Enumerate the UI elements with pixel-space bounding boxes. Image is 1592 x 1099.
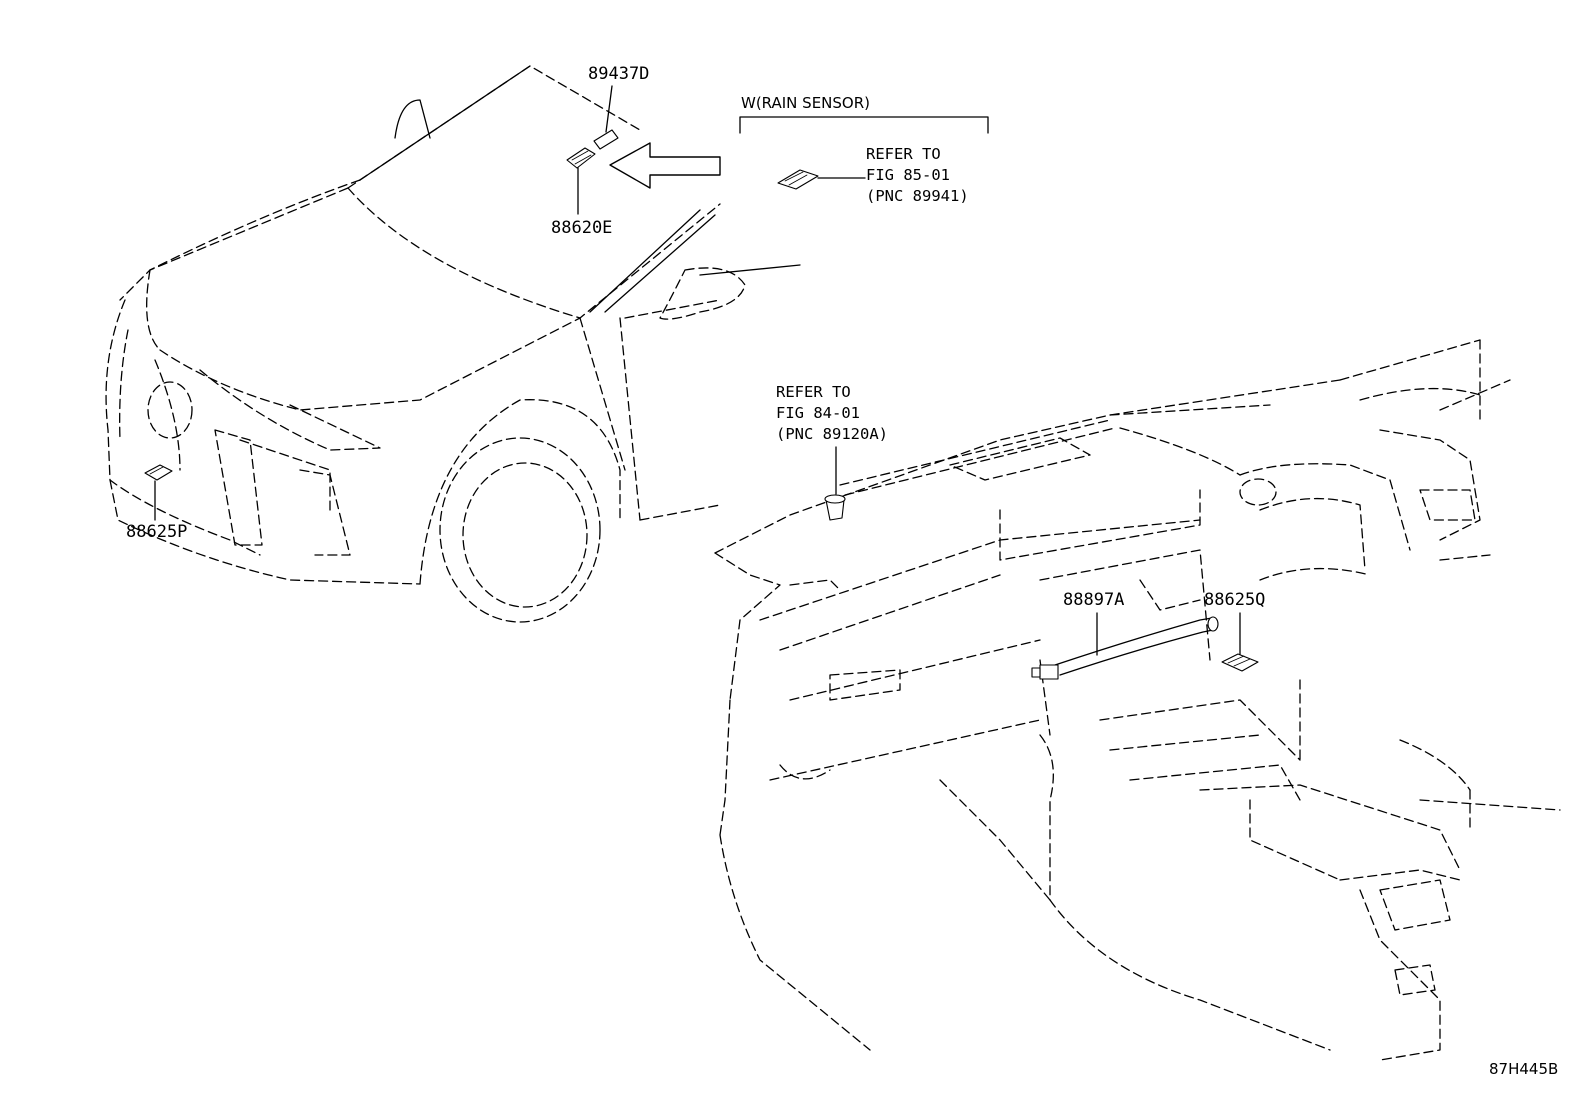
dash-sensor-reference-line: REFER TO bbox=[776, 383, 851, 401]
part-label-88897A: 88897A bbox=[1063, 590, 1125, 610]
part-label-88625Q: 88625Q bbox=[1204, 590, 1266, 610]
rain-sensor-part bbox=[777, 169, 866, 190]
windshield-sensor-89437D bbox=[593, 85, 619, 150]
rain-sensor-reference-line: REFER TO bbox=[866, 145, 941, 163]
rain-sensor-heading: W(RAIN SENSOR) bbox=[741, 94, 870, 112]
dash-sensor-reference-line: (PNC 89120A) bbox=[776, 425, 888, 443]
part-label-88625P: 88625P bbox=[126, 522, 188, 542]
rain-sensor-reference-line: FIG 85-01 bbox=[866, 166, 950, 184]
dash-sensor-reference-line: FIG 84-01 bbox=[776, 404, 860, 422]
figure-code: 87H445B bbox=[1489, 1060, 1559, 1078]
callout-arrow bbox=[609, 142, 721, 189]
rain-sensor-reference-line: (PNC 89941) bbox=[866, 187, 969, 205]
front-sensor-88625P bbox=[144, 464, 173, 521]
part-label-88620E: 88620E bbox=[551, 218, 613, 238]
sensor-88625Q bbox=[1221, 612, 1259, 672]
instrument-panel-outline bbox=[714, 339, 1561, 1061]
vehicle-front-outline bbox=[105, 65, 801, 623]
sensor-88897A bbox=[1031, 612, 1219, 680]
rain-sensor-reference: REFER TO FIG 85-01 (PNC 89941) bbox=[866, 144, 969, 207]
dash-top-sensor bbox=[824, 446, 846, 521]
dash-sensor-reference: REFER TO FIG 84-01 (PNC 89120A) bbox=[776, 382, 888, 445]
windshield-sensor-88620E bbox=[566, 147, 596, 215]
part-label-89437D: 89437D bbox=[588, 64, 650, 84]
rain-sensor-bracket bbox=[739, 116, 989, 134]
